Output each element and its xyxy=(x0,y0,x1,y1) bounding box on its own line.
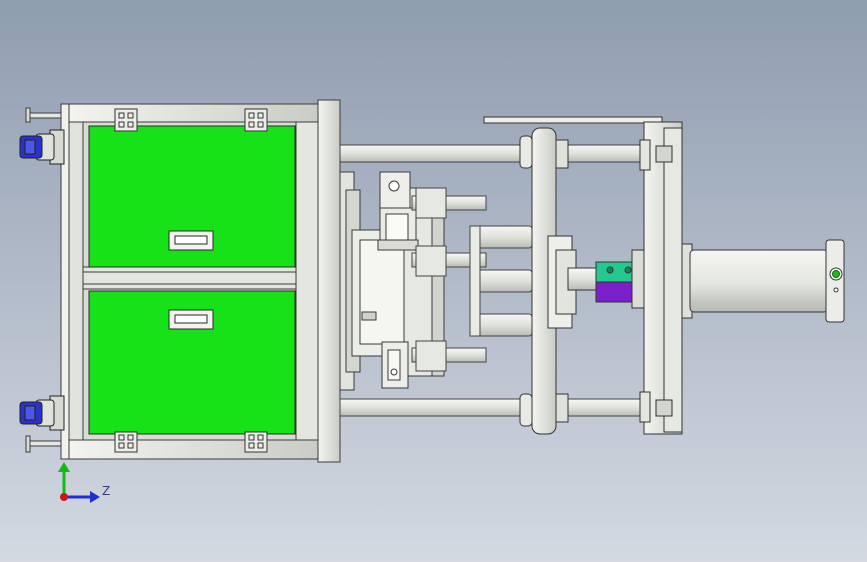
push-rods xyxy=(411,187,487,372)
y-axis-arrow xyxy=(58,462,70,472)
top-bracket xyxy=(483,116,663,124)
ram-coupling xyxy=(567,249,647,309)
z-axis-label: Z xyxy=(102,484,111,498)
caster-wheel-icon xyxy=(19,129,65,165)
hinge-icon xyxy=(114,108,268,453)
drawer-handle-icon[interactable] xyxy=(168,230,214,251)
origin-marker xyxy=(60,493,68,501)
caster-wheel-icon xyxy=(19,395,65,431)
guide-rod-lower xyxy=(339,398,661,417)
fixed-platen xyxy=(639,121,683,435)
z-axis-arrow xyxy=(90,491,100,503)
drawer-handle-icon[interactable] xyxy=(168,309,214,330)
guide-rod-upper xyxy=(339,144,661,163)
axis-triad-icon xyxy=(58,462,100,503)
mid-rods xyxy=(469,225,533,337)
drawer-lower[interactable] xyxy=(88,290,296,435)
hydraulic-cylinder xyxy=(681,239,845,323)
drawer-upper[interactable] xyxy=(88,125,296,268)
